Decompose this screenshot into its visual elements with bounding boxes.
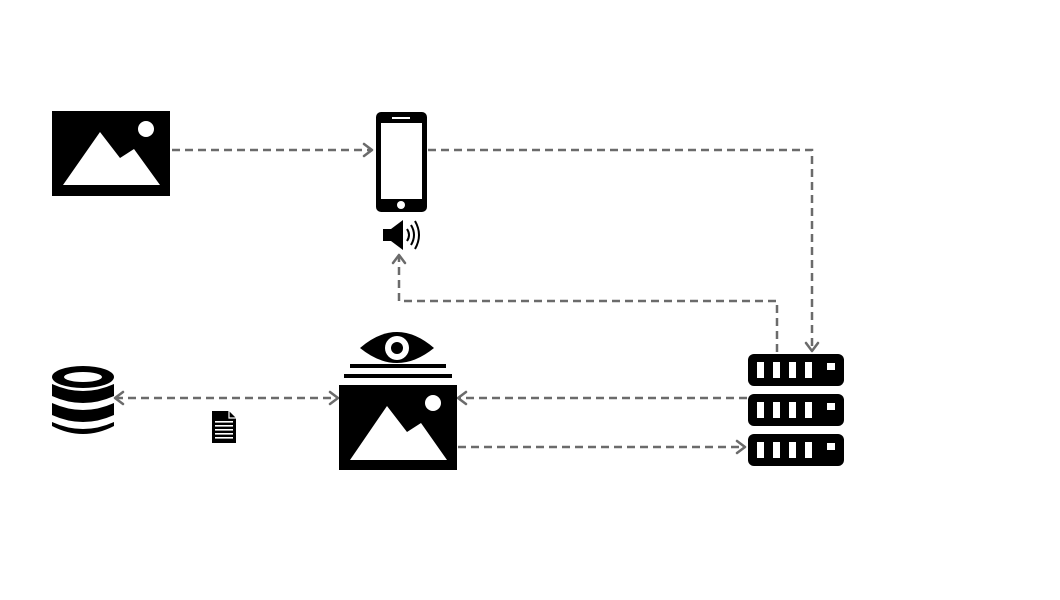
server-unit [748, 354, 844, 386]
divider-lines [344, 364, 452, 378]
connectors [113, 142, 820, 455]
connector-database-recognition [113, 390, 340, 406]
connector-image-to-phone [172, 142, 374, 158]
eye-over-image-icon [339, 332, 457, 470]
speaker-icon [383, 220, 420, 250]
recognized-image-icon [339, 385, 457, 470]
eye-icon [360, 332, 434, 363]
server-rack-icon [748, 354, 844, 466]
server-unit [748, 434, 844, 466]
connector-phone-to-server [428, 148, 820, 353]
connector-server-to-speaker [391, 253, 779, 352]
database-icon [52, 366, 114, 434]
image-icon [52, 111, 170, 196]
connector-recognition-to-server [458, 439, 747, 455]
smartphone-icon [376, 112, 427, 212]
connector-server-to-recognition [456, 390, 747, 406]
document-icon [212, 411, 236, 443]
server-unit [748, 394, 844, 426]
